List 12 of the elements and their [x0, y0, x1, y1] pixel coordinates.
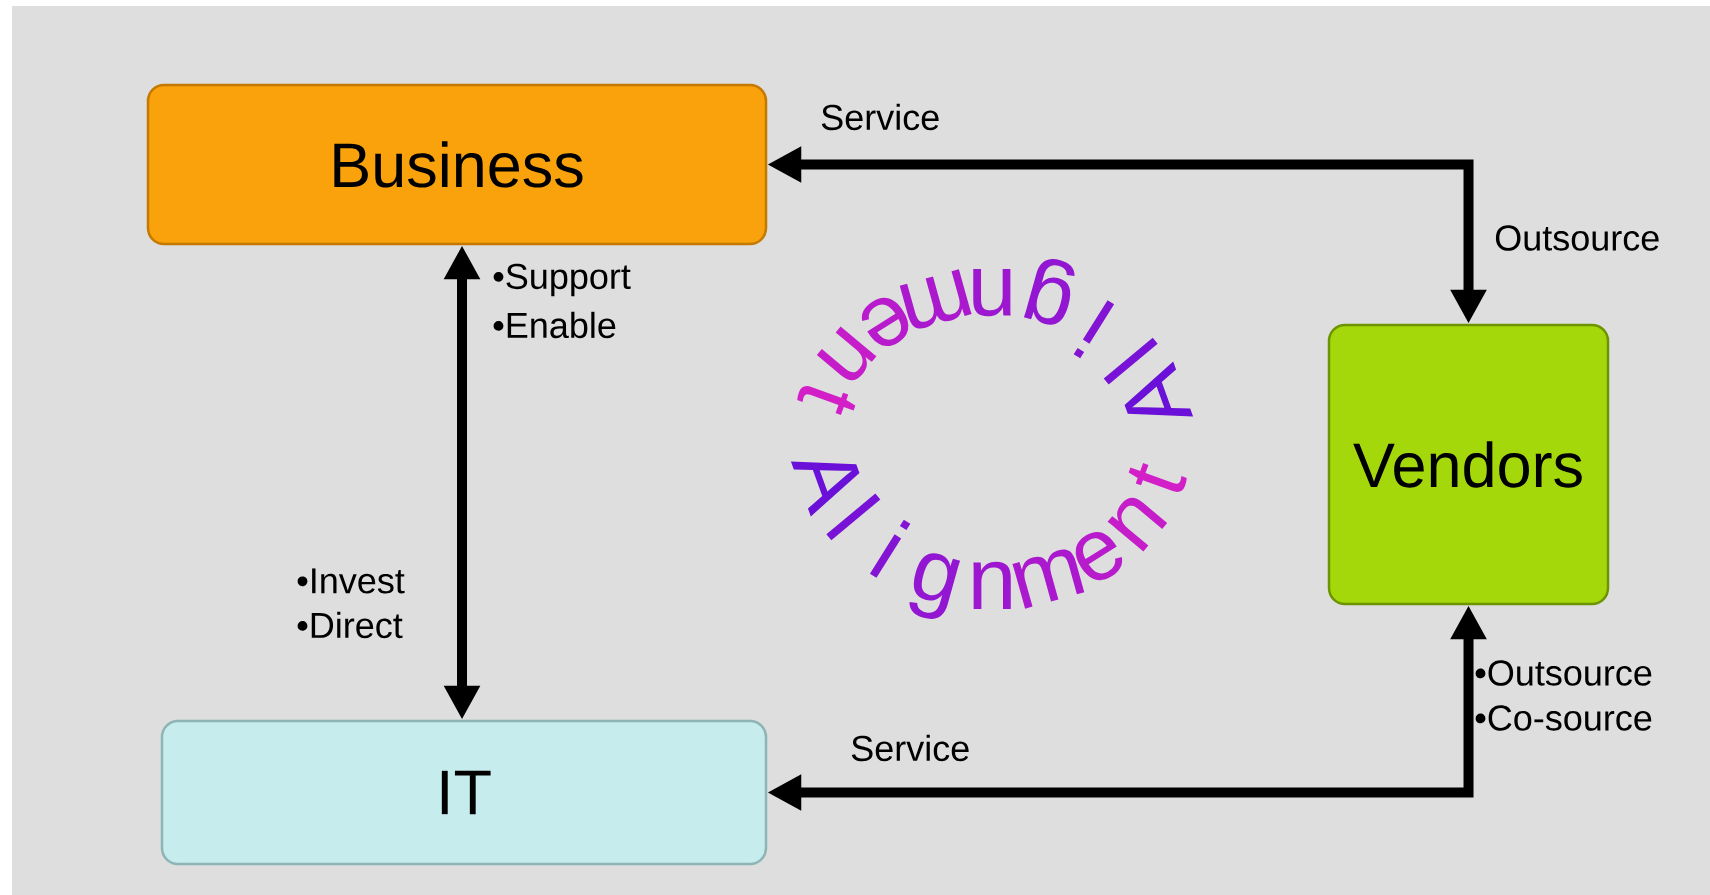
- edge-label: Service: [818, 101, 943, 133]
- bullet-item: •Outsource: [1475, 660, 1652, 686]
- bullet-item: •Invest: [297, 568, 405, 594]
- annotation-text: Outsource: [1495, 225, 1659, 251]
- process-box: IT: [160, 719, 768, 866]
- bullet-item: •Direct: [297, 611, 403, 639]
- bullet-item: •Co-source: [1475, 705, 1652, 731]
- bullet-item: •Support: [493, 263, 631, 297]
- edge-label: Service: [848, 732, 973, 764]
- process-box: Business: [146, 83, 768, 246]
- bullet-item: •Enable: [493, 311, 616, 339]
- process-box: Vendors: [1327, 323, 1610, 606]
